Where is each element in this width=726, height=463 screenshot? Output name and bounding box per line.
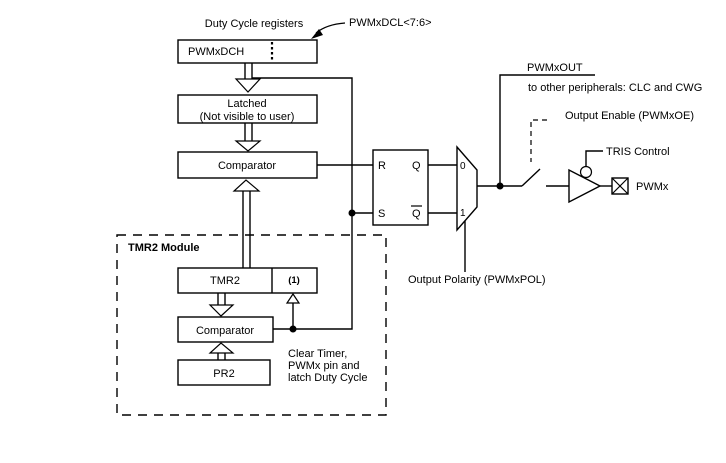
arrowhead-up-icon <box>285 292 301 304</box>
latched-title: Latched <box>227 98 266 110</box>
latched-subtitle: (Not visible to user) <box>200 111 295 123</box>
latched-box <box>177 94 318 124</box>
output-enable-dashed-line <box>530 119 547 162</box>
period-comparator-label: Comparator <box>196 325 254 337</box>
latch-enable-feedback-line <box>252 77 353 330</box>
enable-switch <box>521 168 541 187</box>
bus-arrowhead-down-icon <box>234 140 262 152</box>
sr-latch-r-label: R <box>378 160 386 172</box>
pwmxout-line <box>499 74 595 186</box>
to-peripherals-label: to other peripherals: CLC and CWG <box>528 82 702 94</box>
pr2-label: PR2 <box>213 368 234 380</box>
duty-cycle-registers-label: Duty Cycle registers <box>205 18 304 30</box>
pwmxdch-label: PWMxDCH <box>188 46 244 58</box>
tristate-buffer-icon <box>568 168 602 204</box>
pwmxout-label: PWMxOUT <box>527 62 583 74</box>
pwmxdcl-arrowhead-icon <box>311 29 323 39</box>
sr-latch-q-label: Q <box>412 160 421 172</box>
clear-note-line3: latch Duty Cycle <box>288 372 367 384</box>
pwmx-pin-icon <box>611 177 629 195</box>
tmr2-module-label: TMR2 Module <box>128 242 200 254</box>
bus-arrowhead-down-icon <box>208 304 235 317</box>
pwmxdch-register-box <box>177 39 318 64</box>
clear-note-line1: Clear Timer, <box>288 348 347 360</box>
pwmx-pin-label: PWMx <box>636 181 669 193</box>
polarity-mux <box>456 145 478 232</box>
pr2-register-box <box>177 359 271 386</box>
tmr2-note1-label: (1) <box>288 275 300 286</box>
pwmxdcl-label: PWMxDCL<7:6> <box>349 17 432 29</box>
tmr2-module-dashed-box <box>116 234 387 416</box>
output-polarity-label: Output Polarity (PWMxPOL) <box>408 274 546 286</box>
output-enable-label: Output Enable (PWMxOE) <box>565 110 694 122</box>
sr-latch-qbar-label: Q <box>412 208 421 220</box>
duty-comparator-box <box>177 151 318 179</box>
bus-arrowhead-up-icon <box>232 179 261 192</box>
clear-note-line2: PWMx pin and <box>288 360 360 372</box>
mux-input1-label: 1 <box>460 208 466 219</box>
sr-latch-s-label: S <box>378 208 385 220</box>
tris-control-label: TRIS Control <box>606 146 670 158</box>
mux-input0-label: 0 <box>460 161 466 172</box>
sr-latch-box <box>372 149 429 226</box>
bus-arrowhead-up-icon <box>208 342 235 354</box>
tmr2-label: TMR2 <box>210 275 240 287</box>
period-comparator-box <box>177 316 274 343</box>
bus-arrowhead-down-icon <box>234 78 262 93</box>
tris-control-line <box>585 150 603 166</box>
duty-comparator-label: Comparator <box>218 160 276 172</box>
tmr2-register-box <box>177 267 318 294</box>
tristate-bubble-icon <box>579 165 593 179</box>
